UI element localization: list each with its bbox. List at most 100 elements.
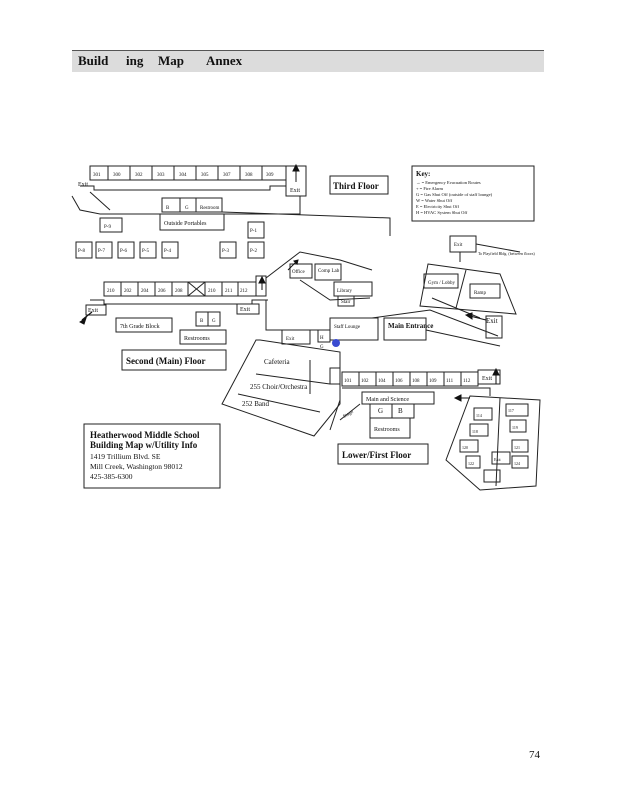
- header-word-1: Build: [78, 53, 109, 68]
- cell-b-2: B: [200, 319, 204, 324]
- header-word-4: Annex: [206, 53, 243, 68]
- room-307: 307: [223, 173, 231, 178]
- page-header-bar: Build ing Map Annex: [72, 50, 544, 72]
- east-room-0: 114: [476, 413, 482, 418]
- east-room-1: 117: [508, 408, 514, 413]
- key-line-3: G = Gas Shut Off (outside of staff loung…: [416, 192, 493, 197]
- key-line-6: H = HVAC System Shut Off: [416, 210, 468, 215]
- third-floor-title-box: [329, 175, 389, 195]
- school-phone: 425-385-6300: [90, 472, 133, 481]
- second-floor-exit-left: Exit: [88, 308, 98, 314]
- cafeteria-wing: [221, 339, 341, 437]
- school-info-box: [83, 423, 221, 489]
- h-marker: H: [320, 336, 324, 341]
- second-floor-restrooms: Restrooms: [184, 336, 210, 342]
- gym-lobby-label: Gym / Lobby: [428, 281, 455, 286]
- cell-g-2: G: [212, 319, 216, 324]
- room-2-6: 211: [225, 289, 233, 294]
- room-1-0: 101: [344, 379, 352, 384]
- east-room-5: 121: [514, 445, 520, 450]
- second-floor-title-box: [121, 349, 227, 371]
- portable-p8: P-8: [78, 249, 85, 254]
- east-room-3: 119: [512, 425, 518, 430]
- portable-p4: P-4: [164, 249, 171, 254]
- band-label: 252 Band: [242, 400, 270, 408]
- header-word-2: ing: [126, 53, 144, 68]
- gym-wing: [419, 263, 517, 319]
- evacuation-arrows: [79, 163, 500, 402]
- comp-lab-label: Comp Lab: [318, 269, 340, 274]
- choir-label: 255 Choir/Orchestra: [250, 383, 308, 391]
- outside-portables-label: Outside Portables: [164, 221, 207, 227]
- seventh-grade-block: 7th Grade Block: [120, 324, 160, 330]
- room-1-7: 112: [463, 379, 471, 384]
- center-exit: Exit: [486, 317, 498, 325]
- school-city: Mill Creek, Washington 98012: [90, 462, 183, 471]
- restroom-label: Restroom: [200, 206, 220, 211]
- room-1-5: 109: [429, 379, 437, 384]
- room-2-5: 210: [208, 289, 216, 294]
- room-1-6: 111: [446, 379, 454, 384]
- lower-exit: Exit: [482, 376, 492, 382]
- room-309: 309: [266, 173, 274, 178]
- school-name: Heatherwood Middle School: [90, 430, 200, 440]
- room-2-2: 204: [141, 289, 149, 294]
- third-floor-block: [71, 165, 307, 215]
- staff-lounge-label: Staff Lounge: [334, 325, 361, 330]
- lower-floor-title: Lower/First Floor: [342, 450, 411, 460]
- room-1-1: 102: [361, 379, 369, 384]
- key-line-4: W = Water Shut Off: [416, 198, 453, 203]
- room-1-4: 108: [412, 379, 420, 384]
- stage-label: Stage: [343, 409, 356, 419]
- key-line-5: E = Electricity Shut Off: [416, 204, 459, 209]
- second-floor-block: [85, 275, 268, 371]
- lower-cell-g: G: [378, 407, 383, 415]
- lower-cell-b: B: [398, 407, 403, 415]
- lower-floor-block: [329, 367, 501, 465]
- key-line-1: → = Emergency Evacuation Routes: [416, 180, 481, 185]
- key-title: Key:: [416, 170, 430, 178]
- east-room-2: 118: [472, 429, 478, 434]
- room-308: 308: [245, 173, 253, 178]
- room-2-4: 208: [175, 289, 183, 294]
- room-304: 304: [179, 173, 187, 178]
- room-300: 300: [113, 173, 121, 178]
- portable-p6: P-6: [120, 249, 127, 254]
- portable-p1: P-1: [250, 229, 257, 234]
- room-302: 302: [135, 173, 143, 178]
- office-label: Office: [292, 270, 305, 275]
- school-address: 1419 Trillium Blvd. SE: [90, 452, 161, 461]
- room-303: 303: [157, 173, 165, 178]
- cafeteria-label: Cafeteria: [264, 358, 291, 366]
- third-floor-exit-right: Exit: [290, 188, 300, 194]
- third-floor-exit: Exit: [78, 182, 88, 188]
- east-exit: Exit: [494, 457, 502, 462]
- room-2-7: 212: [240, 289, 248, 294]
- main-entrance-box: [383, 317, 427, 341]
- stair-label: Stair: [341, 300, 351, 305]
- library-label: Library: [337, 289, 352, 294]
- corridor-label: Main and Science: [366, 397, 409, 403]
- room-301: 301: [93, 173, 101, 178]
- gym-exit-label: Exit: [454, 243, 463, 248]
- room-305: 305: [201, 173, 209, 178]
- second-floor-exit-right: Exit: [240, 307, 250, 313]
- room-1-2: 104: [378, 379, 386, 384]
- portable-p5: P-5: [142, 249, 149, 254]
- ramp-label: Ramp: [474, 291, 486, 296]
- portable-p9: P-9: [104, 225, 111, 230]
- page-number: 74: [529, 749, 540, 761]
- room-1-3: 106: [395, 379, 403, 384]
- east-room-4: 120: [462, 445, 468, 450]
- g-marker: G: [320, 345, 324, 350]
- center-wing: [265, 235, 521, 347]
- lower-east-wing: [445, 395, 541, 491]
- lower-floor-title-box: [337, 443, 429, 465]
- playfield-label: To Playfield Bldg. (between floors): [478, 251, 535, 256]
- portable-p3: P-3: [222, 249, 229, 254]
- portable-p7: P-7: [98, 249, 105, 254]
- gas-shutoff-marker-icon: [332, 339, 340, 347]
- east-room-7: 124: [514, 461, 520, 466]
- school-subtitle: Building Map w/Utility Info: [90, 440, 198, 450]
